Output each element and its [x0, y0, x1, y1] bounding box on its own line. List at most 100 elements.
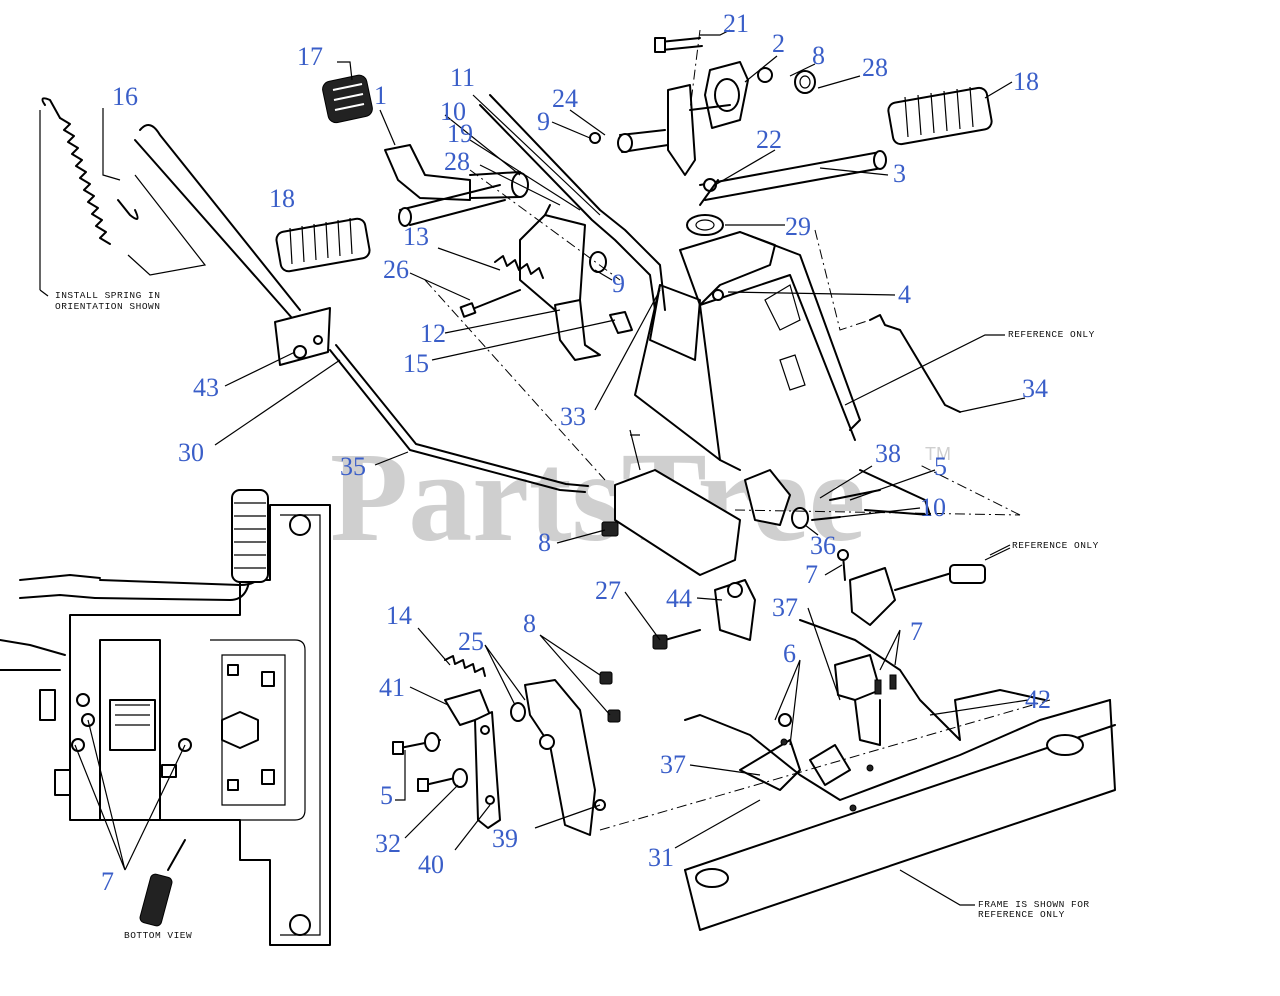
reference-plate-part-34 — [814, 229, 961, 413]
svg-text:INSTALL SPRING IN: INSTALL SPRING IN — [55, 290, 160, 301]
switch-bracket-part-6 — [834, 654, 897, 746]
svg-text:REFERENCE ONLY: REFERENCE ONLY — [1008, 329, 1095, 340]
watermark-tm: TM — [925, 444, 951, 464]
svg-text:REFERENCE ONLY: REFERENCE ONLY — [1012, 540, 1099, 551]
callout-4: 4 — [898, 280, 911, 309]
grommet-part-29 — [686, 214, 724, 236]
washers-part-32 — [424, 732, 468, 788]
tube-part-3 — [699, 150, 887, 201]
reference-only-note-switch: REFERENCE ONLY — [989, 540, 1099, 556]
nuts-part-8-lower — [599, 671, 621, 723]
floor-plate — [614, 429, 741, 576]
callout-14: 14 — [386, 601, 412, 630]
clip-part-15 — [554, 299, 633, 361]
callout-8-top: 8 — [812, 41, 825, 70]
callout-36: 36 — [810, 531, 836, 560]
spring-part-14 — [444, 655, 486, 677]
bushing-part-28-top — [794, 70, 816, 94]
callout-28-left: 28 — [444, 147, 470, 176]
fitting-part-22 — [699, 178, 719, 206]
callout-2: 2 — [772, 29, 785, 58]
bottom-view-pedal-grip — [231, 489, 269, 583]
rod-part-35 — [329, 344, 589, 493]
callout-8-middle: 8 — [538, 528, 551, 557]
frame-reference-note: FRAME IS SHOWN FOR REFERENCE ONLY — [899, 869, 1090, 920]
spring-part-16 — [39, 97, 139, 290]
pedal-grip-part-18-left — [275, 217, 371, 273]
washer-part-25 — [510, 702, 526, 722]
bracket-part-2 — [667, 61, 749, 176]
bolts-part-5-lower — [392, 739, 456, 792]
callout-39: 39 — [492, 824, 518, 853]
pedal-grip-part-18-right — [887, 86, 993, 146]
callout-24: 24 — [552, 84, 578, 113]
nut-part-8-middle — [601, 521, 619, 537]
reference-only-note-upper: REFERENCE ONLY — [844, 329, 1095, 406]
callout-9-middle: 9 — [612, 269, 625, 298]
callout-3: 3 — [893, 159, 906, 188]
nut-part-8-top — [757, 67, 773, 83]
callout-9-top: 9 — [537, 107, 550, 136]
callout-5-right: 5 — [934, 452, 947, 481]
callout-17: 17 — [297, 42, 323, 71]
bracket-part-44 — [714, 579, 756, 641]
callout-15: 15 — [403, 349, 429, 378]
callout-7-switch: 7 — [805, 560, 818, 589]
callout-25: 25 — [458, 627, 484, 656]
callout-42: 42 — [1025, 685, 1051, 714]
pedal-pad-part-17 — [322, 74, 373, 124]
pedal-arm-part-1 — [384, 144, 506, 227]
svg-text:FRAME IS SHOWN FOR: FRAME IS SHOWN FOR — [978, 899, 1090, 910]
callout-6: 6 — [783, 639, 796, 668]
callout-22: 22 — [756, 125, 782, 154]
callout-13: 13 — [403, 222, 429, 251]
pivot-bracket-part-12 — [519, 204, 586, 311]
washer-part-36 — [791, 507, 809, 529]
callout-35: 35 — [340, 452, 366, 481]
callout-26: 26 — [383, 255, 409, 284]
svg-text:REFERENCE ONLY: REFERENCE ONLY — [978, 909, 1065, 920]
callout-18-left: 18 — [269, 184, 295, 213]
callout-12: 12 — [420, 319, 446, 348]
callout-5-lower: 5 — [380, 781, 393, 810]
bottom-view-label: BOTTOM VIEW — [124, 930, 192, 941]
callout-37-upper: 37 — [772, 593, 798, 622]
arm-part-40 — [474, 711, 501, 829]
callout-32: 32 — [375, 829, 401, 858]
callout-19: 19 — [447, 119, 473, 148]
spring-orientation-bracket — [127, 174, 207, 276]
callout-43: 43 — [193, 373, 219, 402]
callout-38: 38 — [875, 439, 901, 468]
callout-34: 34 — [1022, 374, 1048, 403]
callout-29: 29 — [785, 212, 811, 241]
spring-part-13 — [494, 255, 544, 279]
screw-part-7-top — [837, 549, 849, 581]
switch-reference — [849, 547, 1011, 626]
screw-part-7-right — [879, 629, 901, 671]
callout-7-bottom-view: 7 — [101, 867, 114, 896]
svg-text:ORIENTATION SHOWN: ORIENTATION SHOWN — [55, 301, 160, 312]
callout-31: 31 — [648, 843, 674, 872]
callout-41: 41 — [379, 673, 405, 702]
callout-8-lower: 8 — [523, 609, 536, 638]
rod-part-30 — [134, 124, 301, 319]
bolt-part-26 — [459, 289, 521, 318]
bracket-part-43 — [274, 307, 331, 366]
bottom-view — [0, 504, 331, 946]
leader-lines — [74, 29, 1029, 871]
callout-27: 27 — [595, 576, 621, 605]
callout-10-right: 10 — [920, 493, 946, 522]
callout-33: 33 — [560, 402, 586, 431]
pin-part-10-right — [811, 516, 841, 521]
callout-16: 16 — [112, 82, 138, 111]
callout-21: 21 — [723, 9, 749, 38]
callout-30: 30 — [178, 438, 204, 467]
callouts: 1 2 3 4 5 5 6 7 7 7 8 8 8 9 9 10 10 11 1… — [101, 9, 1051, 896]
mount-bracket-part-4 — [634, 231, 861, 471]
callout-10-top: 10 — [440, 97, 466, 126]
callout-1: 1 — [374, 81, 387, 110]
callout-44: 44 — [666, 584, 692, 613]
bolt-part-21 — [654, 37, 703, 53]
callout-37-lower: 37 — [660, 750, 686, 779]
